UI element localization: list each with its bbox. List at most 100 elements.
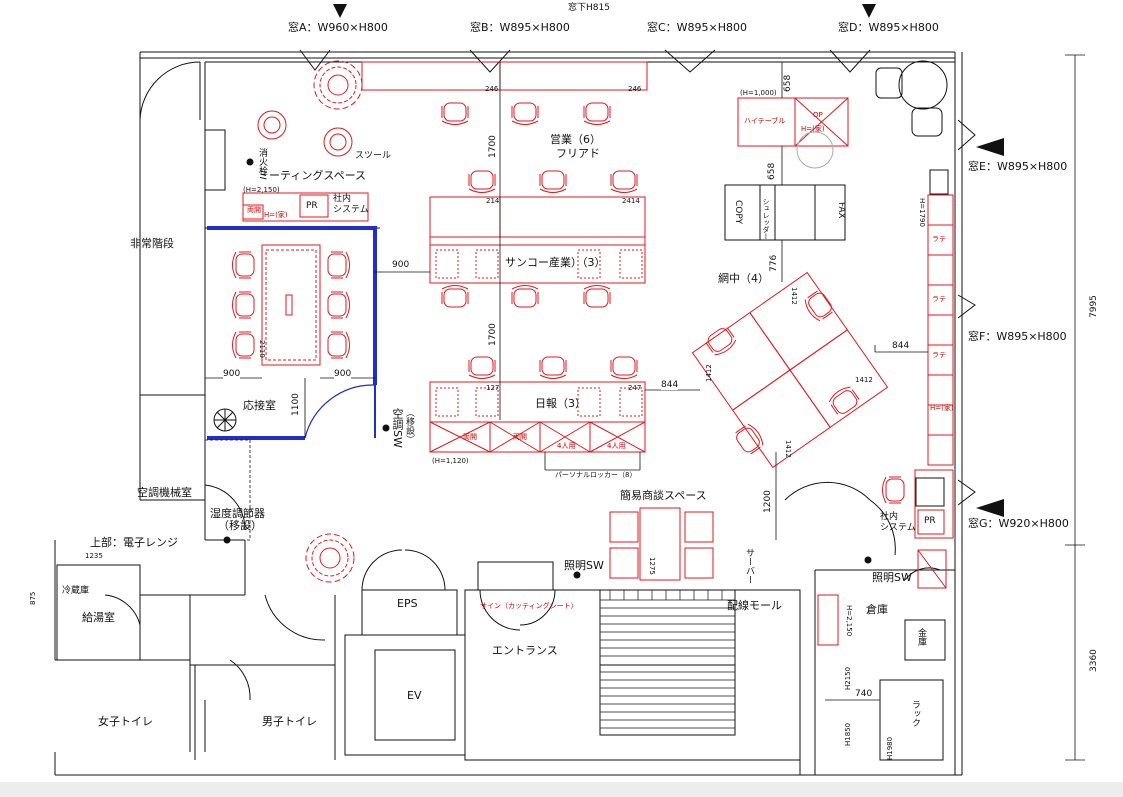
- sanko-group-label: サンコー産業）（3）: [505, 256, 606, 269]
- pr-double-label: 両開: [247, 206, 261, 214]
- chair: [610, 356, 638, 379]
- dimension-lines-right: [1065, 54, 1085, 761]
- desk-island-aminaka: [691, 271, 889, 469]
- sign-label: サイン（カッティングシート）: [480, 602, 578, 610]
- dim-844-a: 844: [661, 380, 679, 390]
- dim-1412-a: 1412: [790, 287, 798, 305]
- chair: [232, 291, 255, 319]
- stool-label: スツール: [355, 151, 392, 161]
- hinge-note-right: H=(家): [930, 404, 954, 412]
- window-sill-label: 窓下H815: [568, 3, 610, 13]
- pr-system-left: [242, 192, 369, 222]
- chairs: [232, 102, 905, 504]
- dim-900-c: 900: [334, 369, 352, 379]
- dim-1100: 1100: [291, 393, 301, 416]
- simple-meeting-table: [609, 507, 714, 581]
- humidifier-note: （移設）: [218, 519, 262, 532]
- window-g-label: 窓G：W920×H800: [968, 517, 1069, 530]
- reception-label: 応接室: [243, 399, 276, 412]
- chair: [539, 170, 567, 193]
- chair: [468, 356, 496, 379]
- pr-left-label: PR: [306, 201, 318, 211]
- dim-844-b: 844: [892, 341, 910, 351]
- dim-214: 214: [486, 197, 500, 205]
- chair: [232, 331, 255, 359]
- chair: [583, 285, 611, 308]
- chair: [441, 285, 469, 308]
- reception-table: [261, 244, 321, 366]
- locker-4p-label-2: 4人用: [607, 442, 626, 450]
- chair: [804, 290, 833, 322]
- safe-label: 金庫: [916, 628, 926, 646]
- interior-walls: [54, 129, 955, 775]
- shredder-label: シュレッダー: [762, 198, 770, 240]
- pr-system-right: [914, 469, 954, 539]
- copy-label: COPY: [733, 200, 743, 225]
- microwave-label: 上部：電子レンジ: [90, 536, 178, 549]
- dim-658-b: 658: [767, 162, 777, 180]
- height-1000: (H=1,000): [740, 89, 777, 97]
- hinge-note-op: H=(家): [801, 125, 825, 133]
- kitchen-label: 給湯室: [82, 611, 115, 624]
- aminaka-group-label: 網中（4）: [718, 272, 769, 285]
- high-table: [737, 97, 849, 147]
- lockers-label: パーソナルロッカー（8）: [555, 471, 637, 479]
- storage-shelves: [817, 549, 947, 646]
- storage-label: 倉庫: [866, 603, 888, 616]
- footer-strip: [0, 782, 1123, 797]
- wiring-mall-label: 配線モール: [727, 599, 782, 612]
- desk-island-sales: [429, 196, 646, 246]
- reception-partition: [207, 226, 377, 440]
- dim-1412-c: 1412: [855, 376, 873, 384]
- op-label: OP: [813, 111, 823, 119]
- chair: [539, 356, 567, 379]
- fan-icon: [213, 408, 237, 432]
- light-switch-label-2: 照明SW: [872, 571, 912, 584]
- fridge-label: 冷蔵庫: [62, 586, 90, 596]
- desk-island-nippo: [429, 381, 646, 453]
- pr-right-label: PR: [924, 516, 936, 526]
- chair: [705, 327, 737, 356]
- window-e-label: 窓E：W895×H800: [968, 160, 1068, 173]
- dim-776: 776: [769, 254, 779, 272]
- system-right-label: 社内 システム: [880, 512, 916, 533]
- plant-2: [305, 533, 355, 583]
- height-1120: (H=1,120): [432, 457, 469, 465]
- dim-1700-b: 1700: [488, 323, 498, 346]
- latte-label-3: ラテ: [932, 351, 946, 359]
- server-label: サーバー: [744, 548, 754, 584]
- chair: [610, 170, 638, 193]
- chair: [327, 291, 350, 319]
- outer-walls: [54, 51, 963, 776]
- chair: [882, 476, 905, 504]
- system-left-label: 社内 システム: [333, 194, 369, 215]
- height-h2150: H2150: [844, 666, 852, 690]
- dim-2414: 2414: [622, 197, 640, 205]
- dim-3360: 3360: [1089, 649, 1099, 672]
- height-2150-storage: H=2,150: [845, 605, 853, 637]
- fax-label: FAX: [836, 202, 846, 219]
- nippo-group-label: 日報（3）: [535, 397, 586, 410]
- ev-label: EV: [407, 689, 422, 702]
- womens-wc-label: 女子トイレ: [98, 715, 153, 728]
- meeting-space-label: ミーティングスペース: [258, 169, 367, 182]
- locker-double-label-1: 両開: [463, 433, 477, 441]
- chair: [511, 285, 539, 308]
- fire-hydrant-label: 消火栓: [257, 148, 267, 175]
- chair: [327, 251, 350, 279]
- hinge-note-left: H=(家): [264, 211, 288, 219]
- rack-label: ラック: [910, 700, 920, 727]
- chair: [735, 423, 764, 455]
- locker-double-label-2: 両開: [513, 433, 527, 441]
- dim-900-b: 900: [223, 369, 241, 379]
- dim-127: 127: [486, 384, 500, 392]
- eps-label: EPS: [397, 597, 418, 610]
- humidifier-label: 湿度調節器: [210, 507, 265, 520]
- chair: [327, 331, 350, 359]
- window-b-label: 窓B：W895×H800: [470, 21, 570, 34]
- locker-4p-label-1: 4人用: [557, 442, 576, 450]
- chair: [441, 102, 469, 125]
- high-table-label: ハイテーブル: [744, 117, 786, 125]
- window-f-label: 窓F：W895×H800: [968, 330, 1067, 343]
